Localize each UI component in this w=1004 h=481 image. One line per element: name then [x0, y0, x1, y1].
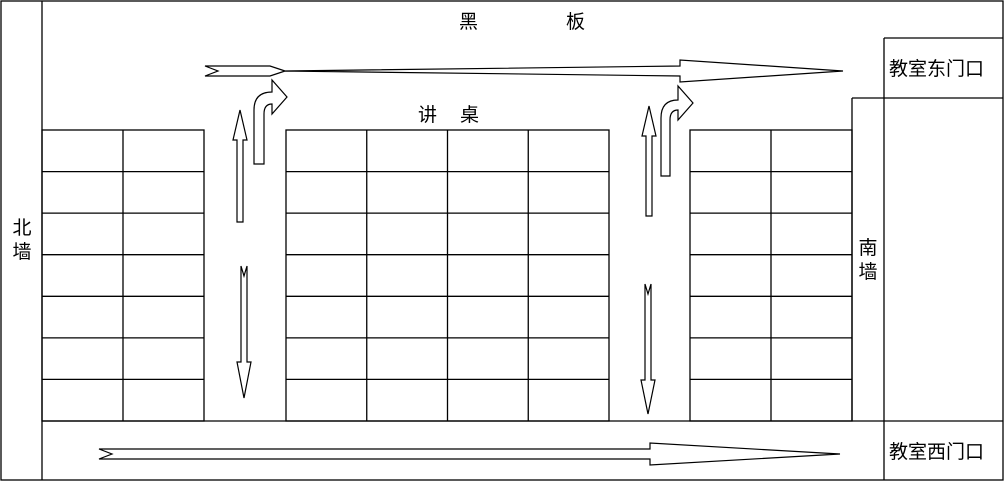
- left-turn-arrow: [253, 78, 288, 165]
- bottom-flow-arrow: [98, 442, 841, 466]
- right-down-arrow: [640, 283, 656, 415]
- top-flow-arrow: [204, 59, 844, 83]
- right-up-arrow: [641, 105, 657, 217]
- seating-left-block: [41, 129, 205, 422]
- left-down-arrow: [236, 265, 252, 399]
- blackboard-label-right: 板: [566, 11, 586, 33]
- seating-center-block: [285, 129, 610, 422]
- seating-right-block: [689, 129, 853, 422]
- podium-label-right: 桌: [460, 104, 480, 126]
- east-door-label: 教室东门口: [889, 58, 985, 80]
- right-turn-arrow: [660, 84, 694, 177]
- left-up-arrow: [232, 109, 248, 223]
- south-wall-label: 南墙: [858, 237, 878, 283]
- blackboard-label-left: 黑: [459, 11, 479, 33]
- podium-label-left: 讲: [418, 104, 438, 126]
- north-wall-label: 北墙: [12, 217, 32, 263]
- west-door-label: 教室西门口: [889, 441, 985, 463]
